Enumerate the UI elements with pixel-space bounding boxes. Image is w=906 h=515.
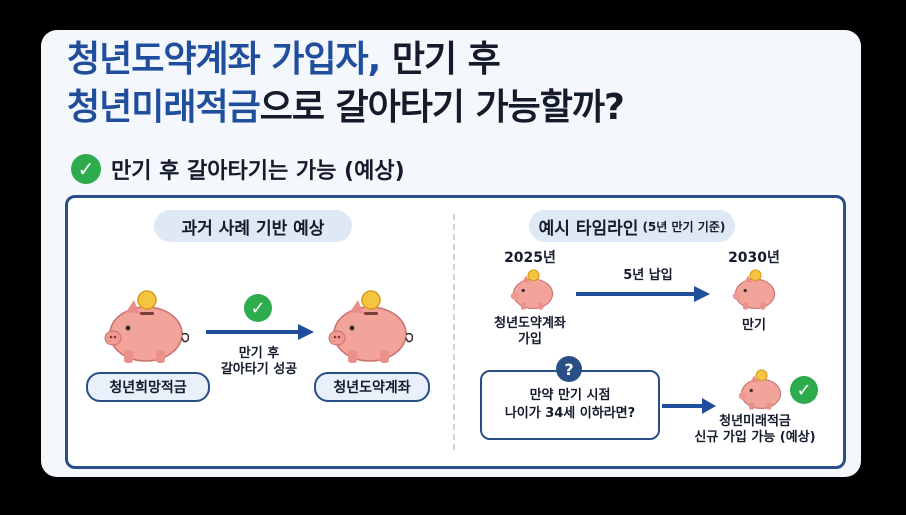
title-line-1-blue: 청년도약계좌 가입자, <box>67 39 381 80</box>
title-line-2-blue: 청년미래적금 <box>67 87 261 128</box>
start-label-2: 가입 <box>518 332 542 347</box>
info-panel: 과거 사례 기반 예상 청년희망적금 ✓ 만기 후 갈아타기 성공 <box>65 195 846 469</box>
subtitle: ✓ 만기 후 갈아타기는 가능 (예상) <box>71 152 405 186</box>
question-text-2: 나이가 34세 이하라면? <box>504 406 636 421</box>
coin-icon <box>361 290 381 310</box>
right-heading-main: 예시 타임라인 <box>538 218 639 239</box>
piggy-bank-icon <box>732 269 776 310</box>
piggy-bank-icon <box>738 369 782 410</box>
arrow-right-icon <box>662 398 716 414</box>
infographic-card: 청년도약계좌 가입자, 만기 후 청년미래적금으로 갈아타기 가능할까? ✓ 만… <box>41 30 861 477</box>
piggy-bank-icon <box>328 290 414 363</box>
success-check-icon: ✓ <box>244 294 272 322</box>
coin-icon <box>137 290 157 310</box>
from-label: 청년희망적금 <box>86 372 210 402</box>
end-label: 만기 <box>742 318 766 333</box>
result-check-icon: ✓ <box>790 376 818 404</box>
question-text-1: 만약 만기 시점 <box>529 388 611 403</box>
question-box: 만약 만기 시점 나이가 34세 이하라면? <box>480 370 660 440</box>
arrow-right-icon <box>206 324 314 340</box>
result-text-1: 청년미래적금 <box>719 414 791 429</box>
subtitle-text: 만기 후 갈아타기는 가능 (예상) <box>111 159 405 184</box>
panel-divider <box>453 214 455 450</box>
start-year: 2025년 <box>504 250 556 266</box>
piggy-bank-icon <box>510 269 554 310</box>
title-line-1: 청년도약계좌 가입자, 만기 후 <box>67 38 501 82</box>
title-line-2-dark: 으로 갈아타기 가능할까? <box>259 87 625 128</box>
start-label-1: 청년도약계좌 <box>494 316 566 331</box>
question-icon: ? <box>556 356 582 382</box>
arrow-right-icon <box>576 286 710 302</box>
result-text-2: 신규 가입 가능 (예상) <box>694 430 816 445</box>
arrow-text-2: 갈아타기 성공 <box>220 362 298 377</box>
check-circle-icon: ✓ <box>71 154 101 184</box>
to-label: 청년도약계좌 <box>314 372 430 402</box>
timeline-arrow-text: 5년 납입 <box>623 268 673 283</box>
end-year: 2030년 <box>728 250 780 266</box>
left-heading: 과거 사례 기반 예상 <box>154 210 352 242</box>
right-heading-small: (5년 만기 기준) <box>642 219 726 234</box>
piggy-bank-icon <box>104 290 190 363</box>
right-heading: 예시 타임라인 (5년 만기 기준) <box>529 210 735 242</box>
title-line-2: 청년미래적금으로 갈아타기 가능할까? <box>67 86 625 130</box>
title-line-1-dark: 만기 후 <box>380 39 501 80</box>
arrow-text-1: 만기 후 <box>238 346 280 361</box>
